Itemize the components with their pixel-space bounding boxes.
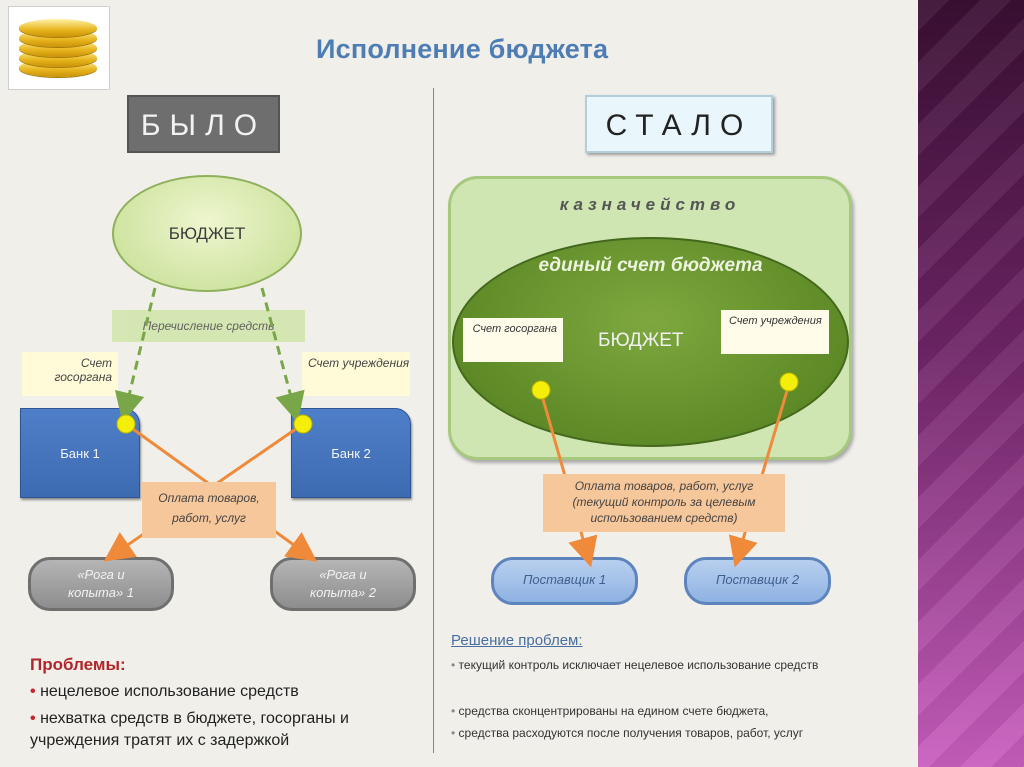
budget-label: БЮДЖЕТ [168, 223, 246, 243]
payment-label-left-top: Оплата товаров, работ, услуг [142, 482, 276, 538]
problem-item: • нехватка средств в бюджете, госорганы … [30, 710, 349, 749]
budget-label-right: БЮДЖЕТ [598, 330, 684, 351]
arrow-budget-bank1 [114, 287, 157, 423]
arrow-budget-bank2 [260, 287, 305, 423]
page-title: Исполнение бюджета [316, 34, 609, 64]
account-inst-label-right: Счет учреждения [721, 310, 829, 354]
after-badge: СТАЛО [585, 95, 773, 153]
account-inst-label: Счет учреждения [302, 352, 410, 396]
account-gov-label-right: Счет госоргана [463, 318, 563, 362]
solutions-heading: Решение проблем: [451, 632, 583, 649]
decorative-sidebar [918, 0, 1024, 767]
bank-1: Банк 1 [20, 408, 140, 498]
solution-item: • текущий контроль исключает нецелевое и… [451, 658, 819, 672]
solution-item: • средства расходуются после получения т… [451, 726, 804, 740]
bank-2: Банк 2 [291, 408, 411, 498]
transfer-label: Перечисление средств [112, 310, 305, 342]
treasury-label: казначейство [559, 195, 741, 214]
supplier-1: Поставщик 1 [491, 557, 638, 605]
single-account-label: единый счет бюджета [538, 255, 763, 276]
problems-heading: Проблемы: [30, 655, 126, 674]
payment-label-right-top: Оплата товаров, работ, услуг (текущий ко… [543, 474, 785, 532]
vendor-2: «Рога и копыта» 2 [270, 557, 416, 611]
budget-ellipse: БЮДЖЕТ [112, 175, 302, 292]
coins-icon [8, 6, 110, 90]
supplier-2: Поставщик 2 [684, 557, 831, 605]
slide: Исполнение бюджета БЫЛО БЮДЖЕТ Счет госо… [0, 0, 918, 767]
account-gov-label: Счет госоргана [22, 352, 118, 396]
before-badge: БЫЛО [127, 95, 280, 153]
problem-item: • нецелевое использование средств [30, 683, 299, 700]
solution-item: • средства сконцентрированы на едином сч… [451, 704, 769, 718]
vendor-1: «Рога и копыта» 1 [28, 557, 174, 611]
divider [433, 88, 434, 753]
